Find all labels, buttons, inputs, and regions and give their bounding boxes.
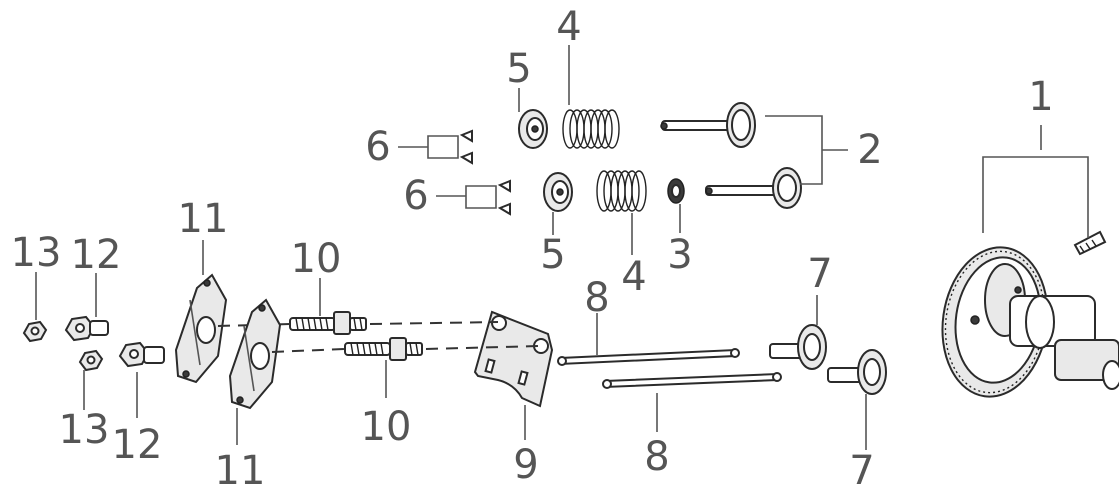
callout-10-top: 10 <box>291 236 342 282</box>
callout-6-top: 6 <box>365 124 390 170</box>
callout-13-top: 13 <box>11 230 62 276</box>
tappet-bottom <box>827 349 887 395</box>
camshaft-gear-assembly <box>941 230 1119 398</box>
valve-exhaust <box>705 167 802 209</box>
pivot-nut-bottom <box>118 341 165 368</box>
lock-nut-top <box>22 320 48 343</box>
rocker-arm-top <box>174 273 228 384</box>
lock-nut-bottom <box>78 349 104 372</box>
tappet-top <box>769 324 827 370</box>
rocker-stud-top <box>289 311 367 335</box>
rocker-stud-bottom <box>344 337 423 361</box>
callout-13-bottom: 13 <box>59 407 110 453</box>
push-rod-top <box>557 348 740 366</box>
valve-cotters-bottom <box>497 179 511 216</box>
callout-9: 9 <box>513 442 538 488</box>
spring-retainer-bottom <box>543 172 573 212</box>
callout-7-top: 7 <box>807 251 832 297</box>
valve-cotters-top <box>459 129 473 165</box>
callout-4-bottom: 4 <box>621 254 646 300</box>
callout-11-bottom: 11 <box>215 448 266 492</box>
callout-5-bottom: 5 <box>540 232 565 278</box>
rocker-arm-bottom <box>228 298 282 410</box>
valve-spring-top <box>562 109 620 149</box>
pivot-nut-top <box>64 315 109 342</box>
callout-3: 3 <box>667 232 692 278</box>
callout-10-bottom: 10 <box>361 404 412 450</box>
callout-5-top: 5 <box>506 46 531 92</box>
callout-6-bottom: 6 <box>403 173 428 219</box>
valve-intake <box>660 102 756 148</box>
callout-2: 2 <box>857 127 882 173</box>
callout-12-top: 12 <box>71 232 122 278</box>
callout-8-bottom: 8 <box>644 434 669 480</box>
callout-7-bottom: 7 <box>849 448 874 492</box>
valve-stem-seal <box>667 178 685 204</box>
spring-retainer-top <box>518 109 548 149</box>
callout-11-top: 11 <box>178 196 229 242</box>
callout-8-top: 8 <box>584 275 609 321</box>
push-rod-guide-plate <box>473 310 554 408</box>
valve-spring-bottom <box>596 170 647 212</box>
callout-1: 1 <box>1028 74 1053 120</box>
callout-4-top: 4 <box>556 4 581 50</box>
push-rod-bottom <box>602 372 782 389</box>
callout-12-bottom: 12 <box>112 422 163 468</box>
